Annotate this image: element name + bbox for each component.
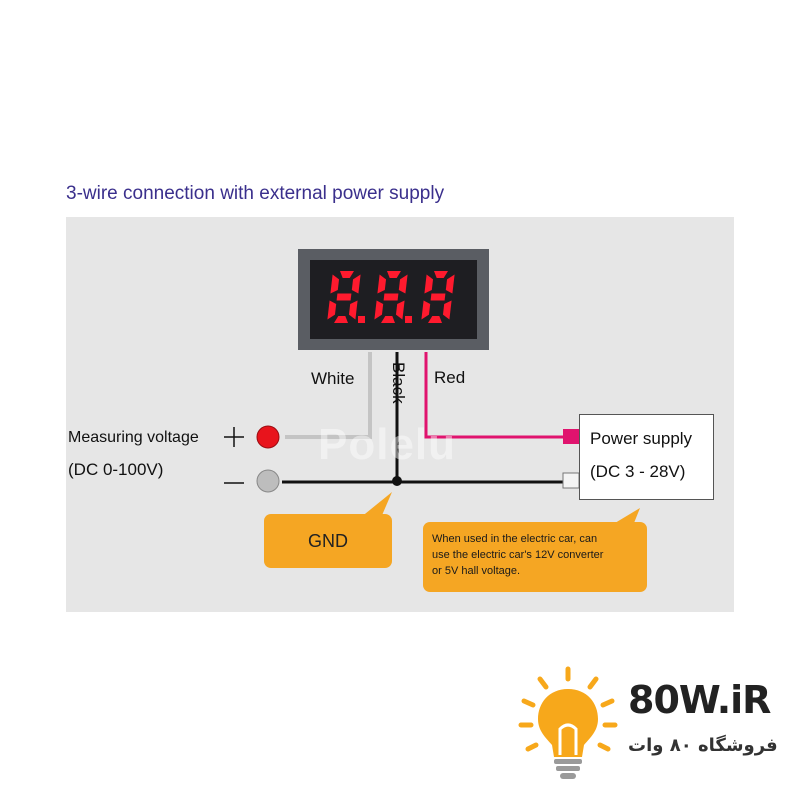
measuring-voltage-range: (DC 0-100V) (68, 460, 164, 479)
display-segment (395, 300, 405, 320)
gnd-callout-tail (360, 492, 392, 520)
white-wire-label: White (311, 369, 355, 388)
brand-name: 80W.iR (628, 678, 771, 722)
negative-terminal (256, 469, 280, 493)
display-segment (327, 300, 337, 320)
display-segment (381, 316, 395, 323)
red-wire-label: Red (434, 368, 466, 387)
power-supply-label: Power supply (590, 429, 693, 448)
display-segment (383, 293, 399, 301)
decimal-point (358, 316, 365, 323)
display-segment (330, 274, 340, 294)
display-segment (377, 274, 387, 294)
display-segment (398, 274, 408, 294)
red-wire (424, 352, 563, 439)
diagram-title: 3-wire connection with external power su… (66, 183, 445, 204)
display-segment (387, 271, 401, 278)
note-line: When used in the electric car, can (432, 533, 598, 545)
note-line: or 5V hall voltage. (432, 565, 521, 577)
display-segment (336, 293, 352, 301)
white-wire (285, 352, 372, 439)
display-segment (430, 293, 446, 301)
seven-segment-display (327, 271, 455, 323)
display-segment (421, 300, 431, 320)
note-line: use the electric car's 12V converter (432, 549, 604, 561)
bulb-icon (518, 666, 618, 779)
plus-sign (224, 427, 244, 447)
display-segment (428, 316, 442, 323)
decimal-point (405, 316, 412, 323)
power-negative-pin (562, 472, 580, 489)
display-segment (351, 274, 361, 294)
display-segment (340, 271, 354, 278)
display-segment (374, 300, 384, 320)
measuring-voltage-label: Measuring voltage (68, 429, 199, 446)
gnd-callout: GND (264, 514, 392, 568)
display-segment (348, 300, 358, 320)
ground-junction (392, 476, 402, 486)
brand-subtitle: فروشگاه ۸۰ وات (628, 735, 778, 756)
power-supply-range: (DC 3 - 28V) (590, 462, 686, 481)
black-wire-label: Black (389, 362, 408, 404)
power-positive-pin (563, 429, 579, 444)
display-segment (424, 274, 434, 294)
display-segment (442, 300, 452, 320)
display-segment (445, 274, 455, 294)
display-segment (334, 316, 348, 323)
brand-logo (518, 666, 618, 779)
voltmeter-module (298, 249, 489, 350)
watermark: Polelu (318, 420, 457, 469)
display-segment (434, 271, 448, 278)
positive-terminal (256, 425, 280, 449)
note-callout: When used in the electric car, can use t… (423, 522, 647, 592)
power-supply-box: Power supply (DC 3 - 28V) (579, 414, 714, 500)
